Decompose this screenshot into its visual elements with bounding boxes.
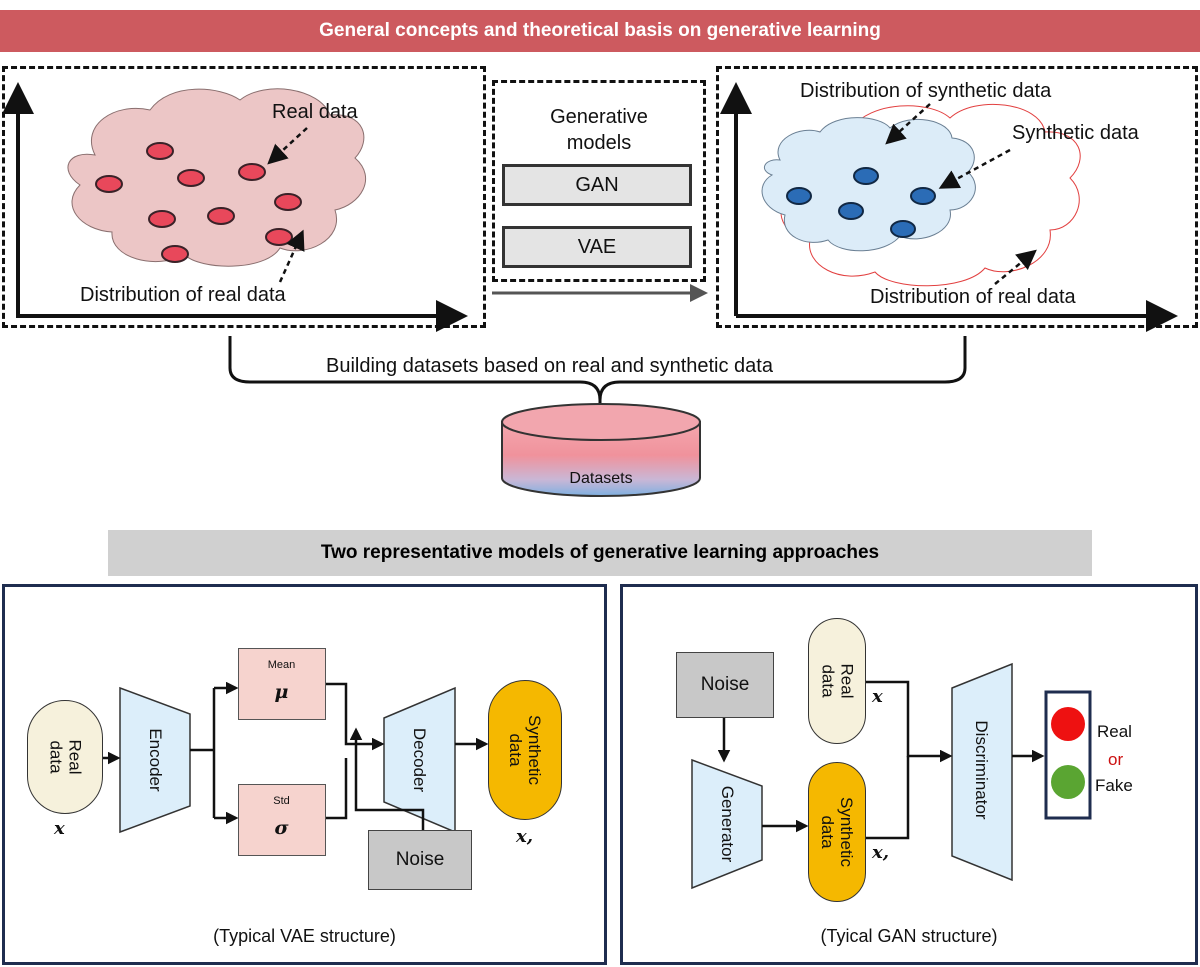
vae-real-data-pill: Real data bbox=[27, 700, 103, 814]
real-point bbox=[207, 207, 235, 225]
vae-output-symbol: x, bbox=[516, 826, 533, 847]
discriminator-label: Discriminator bbox=[972, 720, 991, 820]
gan-synthetic-symbol: x, bbox=[872, 842, 889, 863]
real-word: Real bbox=[1097, 722, 1132, 741]
fake-word: Fake bbox=[1095, 776, 1133, 795]
red-light bbox=[1051, 707, 1085, 741]
vae-synthetic-data-pill: Synthetic data bbox=[488, 680, 562, 820]
generator-label: Generator bbox=[718, 785, 737, 863]
encoder-block bbox=[119, 686, 191, 834]
gan-real-data-label: Real data bbox=[818, 663, 856, 699]
synthetic-data-label: Synthetic data bbox=[1012, 122, 1139, 144]
top-banner-title: General concepts and theoretical basis o… bbox=[319, 20, 881, 41]
std-symbol: σ bbox=[274, 817, 289, 839]
gan-synthetic-data-pill: Synthetic data bbox=[808, 762, 866, 902]
vae-real-data-label: Real data bbox=[46, 739, 84, 775]
real-distribution-outline bbox=[780, 103, 1081, 287]
gan-model-label: GAN bbox=[575, 173, 619, 196]
real-point bbox=[274, 193, 302, 211]
std-label: Std bbox=[273, 795, 290, 807]
std-box: Std σ bbox=[238, 784, 326, 856]
generative-models-box bbox=[492, 80, 706, 282]
real-data-panel bbox=[2, 66, 486, 328]
real-point bbox=[146, 142, 174, 160]
vae-connectors bbox=[103, 681, 489, 830]
vae-noise-label: Noise bbox=[395, 849, 445, 870]
mean-symbol: μ bbox=[274, 681, 289, 703]
real-point bbox=[177, 169, 205, 187]
or-word: or bbox=[1108, 750, 1124, 769]
dataset-brace bbox=[228, 336, 967, 440]
top-banner: General concepts and theoretical basis o… bbox=[0, 10, 1200, 52]
gan-caption: (Tyical GAN structure) bbox=[820, 926, 998, 946]
traffic-light bbox=[1044, 690, 1092, 820]
synthetic-data-panel bbox=[716, 66, 1198, 328]
gan-model-box: GAN bbox=[502, 164, 692, 206]
generator-block bbox=[691, 758, 763, 890]
gan-real-data-pill: Real data bbox=[808, 618, 866, 744]
synthetic-data-pointer bbox=[938, 148, 1011, 189]
real-data-points bbox=[95, 142, 302, 263]
real-data-label: Real data bbox=[272, 101, 358, 123]
real-point bbox=[95, 175, 123, 193]
real-point bbox=[238, 163, 266, 181]
synthetic-panel-axes bbox=[720, 82, 1178, 332]
discriminator-block bbox=[951, 662, 1013, 882]
building-datasets-label: Building datasets based on real and synt… bbox=[326, 355, 773, 377]
middle-banner-title: Two representative models of generative … bbox=[320, 542, 880, 563]
synthetic-point bbox=[853, 167, 879, 185]
vae-noise-box: Noise bbox=[368, 830, 472, 890]
datasets-cylinder bbox=[501, 403, 701, 497]
synthetic-data-points bbox=[786, 167, 936, 238]
mean-box: Mean μ bbox=[238, 648, 326, 720]
encoder-label: Encoder bbox=[146, 728, 165, 792]
generative-models-title-line2: models bbox=[566, 132, 632, 154]
generative-models-title-line1: Generative bbox=[550, 106, 648, 128]
datasets-label: Datasets bbox=[569, 470, 633, 487]
synthetic-point bbox=[838, 202, 864, 220]
synthetic-point bbox=[786, 187, 812, 205]
synthetic-distribution-pointer bbox=[885, 103, 931, 145]
real-point bbox=[265, 228, 293, 246]
gan-connectors bbox=[717, 680, 1045, 840]
real-data-cloud bbox=[67, 88, 367, 267]
generative-models-title: Generative models bbox=[495, 104, 703, 156]
real-point bbox=[148, 210, 176, 228]
real-point bbox=[161, 245, 189, 263]
green-light bbox=[1051, 765, 1085, 799]
decoder-label: Decoder bbox=[410, 727, 429, 793]
real-panel-axes bbox=[2, 82, 468, 332]
mean-label: Mean bbox=[267, 659, 296, 671]
middle-banner: Two representative models of generative … bbox=[108, 530, 1092, 576]
gan-noise-box: Noise bbox=[676, 652, 774, 718]
right-real-distribution-label: Distribution of real data bbox=[870, 286, 1076, 308]
gan-noise-label: Noise bbox=[700, 674, 750, 695]
vae-caption: (Typical VAE structure) bbox=[213, 926, 396, 946]
synthetic-point bbox=[910, 187, 936, 205]
real-outline-pointer bbox=[994, 249, 1037, 285]
real-distribution-label: Distribution of real data bbox=[80, 284, 286, 306]
synthetic-distribution-label: Distribution of synthetic data bbox=[800, 80, 1052, 102]
gan-panel bbox=[620, 584, 1198, 965]
vae-model-label: VAE bbox=[577, 235, 617, 258]
vae-input-symbol: x bbox=[54, 818, 65, 839]
synthetic-point bbox=[890, 220, 916, 238]
gan-synthetic-data-label: Synthetic data bbox=[818, 797, 856, 867]
vae-panel bbox=[2, 584, 607, 965]
vae-model-box: VAE bbox=[502, 226, 692, 268]
vae-synthetic-data-label: Synthetic data bbox=[506, 715, 544, 785]
gan-real-symbol: x bbox=[872, 686, 883, 707]
